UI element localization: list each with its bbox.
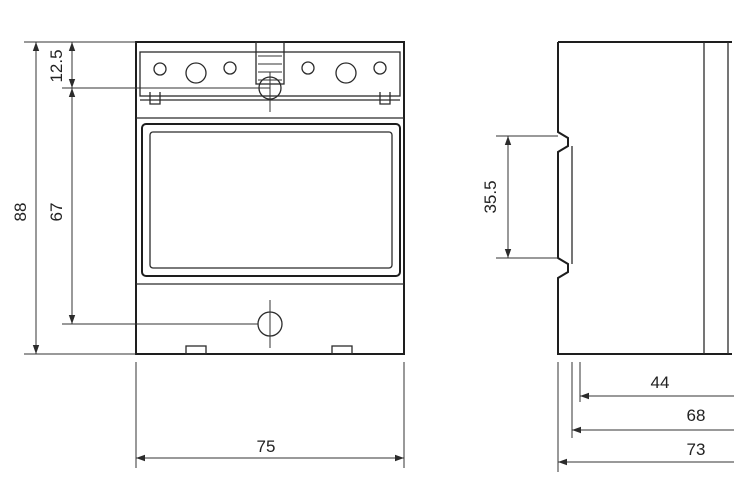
- right-clip: [379, 92, 391, 105]
- terminal-hole: [301, 61, 315, 75]
- side-view: [557, 41, 732, 355]
- terminal-hole: [185, 62, 207, 84]
- dim-label-44: 44: [651, 373, 670, 392]
- dim-label-12-5: 12.5: [47, 49, 66, 82]
- dim-label-67: 67: [47, 203, 66, 222]
- display-window: [149, 131, 393, 269]
- terminal-hole: [335, 62, 357, 84]
- side-body-outline: [557, 41, 732, 355]
- bottom-tab-left: [185, 345, 207, 355]
- terminal-hole: [373, 61, 387, 75]
- side-dimensions: 35.5 44 68 73: [481, 135, 734, 472]
- bottom-tab-right: [331, 345, 353, 355]
- left-clip: [149, 92, 161, 105]
- front-dimensions: 88 12.5 67 75: [11, 41, 405, 468]
- display-frame: [141, 123, 401, 277]
- front-view: [135, 41, 405, 355]
- dim-label-88: 88: [11, 203, 30, 222]
- terminal-hole: [223, 61, 237, 75]
- terminal-hole: [153, 62, 167, 76]
- dim-label-75: 75: [257, 437, 276, 456]
- dim-label-35-5: 35.5: [481, 180, 500, 213]
- dim-label-68: 68: [687, 406, 706, 425]
- dim-label-73: 73: [687, 440, 706, 459]
